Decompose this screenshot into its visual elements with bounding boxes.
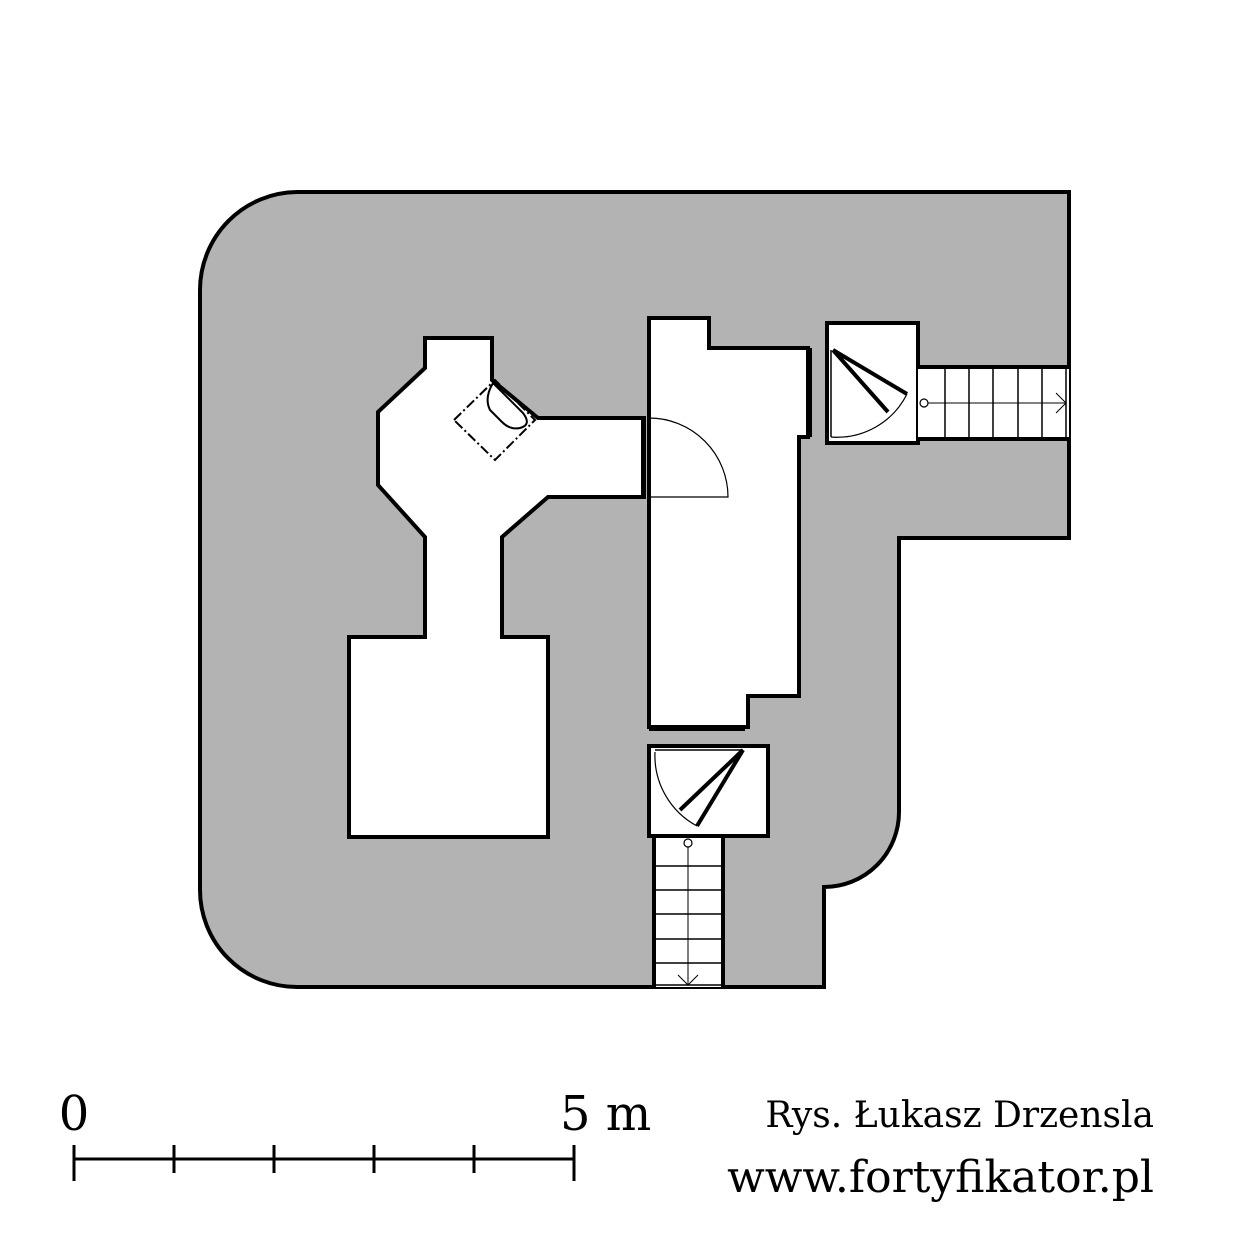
scale-end-label: 5 m <box>560 1086 651 1142</box>
scale-start-label: 0 <box>59 1086 90 1142</box>
inner-door <box>644 416 729 499</box>
combat-chamber <box>347 336 645 839</box>
scale-ticks <box>72 1145 576 1181</box>
south-door-leaf <box>654 748 745 828</box>
author-credit: Rys. Łukasz Drzensla <box>765 1095 1154 1136</box>
south-stairway <box>652 836 725 987</box>
website-credit: www.fortyfikator.pl <box>727 1152 1154 1203</box>
east-door-leaf <box>830 348 909 438</box>
east-vestibule <box>825 321 920 445</box>
east-stairway <box>918 365 1069 441</box>
bunker-wall-mass <box>198 190 1071 989</box>
scale-bar: 0 5 m <box>59 1086 651 1181</box>
embrasure-mount <box>452 378 537 462</box>
central-corridor <box>647 316 810 729</box>
south-vestibule <box>647 744 770 838</box>
